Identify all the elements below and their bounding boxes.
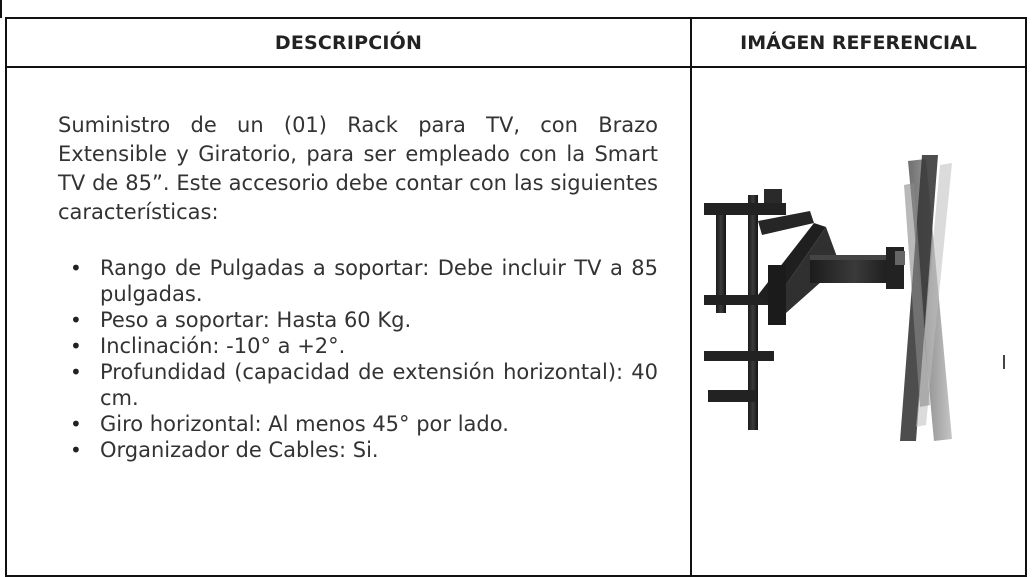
tv-wall-mount-arm-icon [704, 155, 1005, 441]
spec-item-swivel: Giro horizontal: Al menos 45° por lado. [58, 411, 658, 437]
spec-item-inches: Rango de Pulgadas a soportar: Debe inclu… [58, 255, 658, 307]
spec-list: Rango de Pulgadas a soportar: Debe inclu… [58, 255, 658, 463]
header-reference-image: IMÁGEN REFERENCIAL [740, 31, 977, 54]
page-edge [0, 0, 2, 18]
description-intro: Suministro de un (01) Rack para TV, con … [58, 113, 658, 224]
spec-item-cables: Organizador de Cables: Si. [58, 437, 658, 463]
description-cell: Suministro de un (01) Rack para TV, con … [58, 111, 658, 463]
spec-item-depth: Profundidad (capacidad de extensión hori… [58, 359, 658, 411]
reference-image-cell [690, 155, 1010, 445]
table-header-row: DESCRIPCIÓN IMÁGEN REFERENCIAL [7, 19, 1025, 68]
spec-item-tilt: Inclinación: -10° a +2°. [58, 333, 658, 359]
spec-item-weight: Peso a soportar: Hasta 60 Kg. [58, 307, 658, 333]
column-divider [690, 19, 692, 575]
header-description: DESCRIPCIÓN [274, 31, 423, 54]
